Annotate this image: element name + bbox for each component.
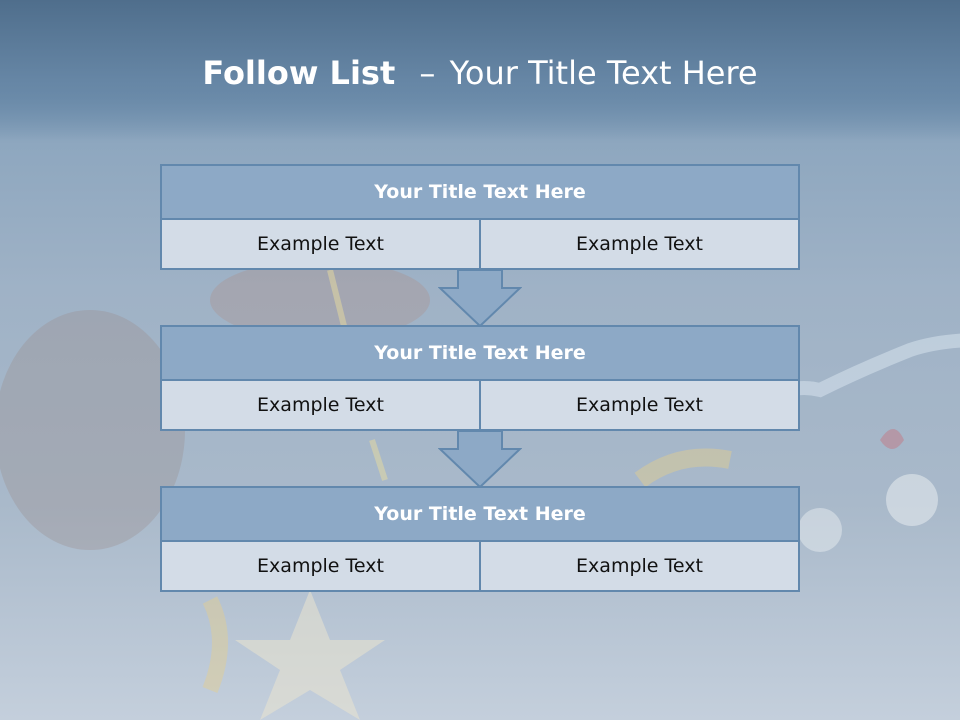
- block-cell-right: Example Text: [481, 542, 800, 592]
- title-rest: Your Title Text Here: [449, 54, 758, 92]
- block-cell-right: Example Text: [481, 381, 800, 431]
- slide-title: Follow List – Your Title Text Here: [0, 54, 960, 92]
- down-arrow-icon: [438, 270, 522, 328]
- block-title: Your Title Text Here: [160, 164, 800, 220]
- block-title: Your Title Text Here: [160, 486, 800, 542]
- list-block-3: Your Title Text Here Example Text Exampl…: [160, 486, 800, 592]
- block-row: Example Text Example Text: [160, 381, 800, 431]
- block-row: Example Text Example Text: [160, 220, 800, 270]
- block-row: Example Text Example Text: [160, 542, 800, 592]
- block-cell-left: Example Text: [160, 220, 481, 270]
- block-cell-right: Example Text: [481, 220, 800, 270]
- block-title: Your Title Text Here: [160, 325, 800, 381]
- list-block-2: Your Title Text Here Example Text Exampl…: [160, 325, 800, 431]
- title-dash: –: [419, 54, 436, 92]
- title-bold: Follow List: [202, 54, 396, 92]
- block-cell-left: Example Text: [160, 381, 481, 431]
- block-cell-left: Example Text: [160, 542, 481, 592]
- down-arrow-icon: [438, 431, 522, 489]
- title-band: [0, 0, 960, 140]
- list-block-1: Your Title Text Here Example Text Exampl…: [160, 164, 800, 270]
